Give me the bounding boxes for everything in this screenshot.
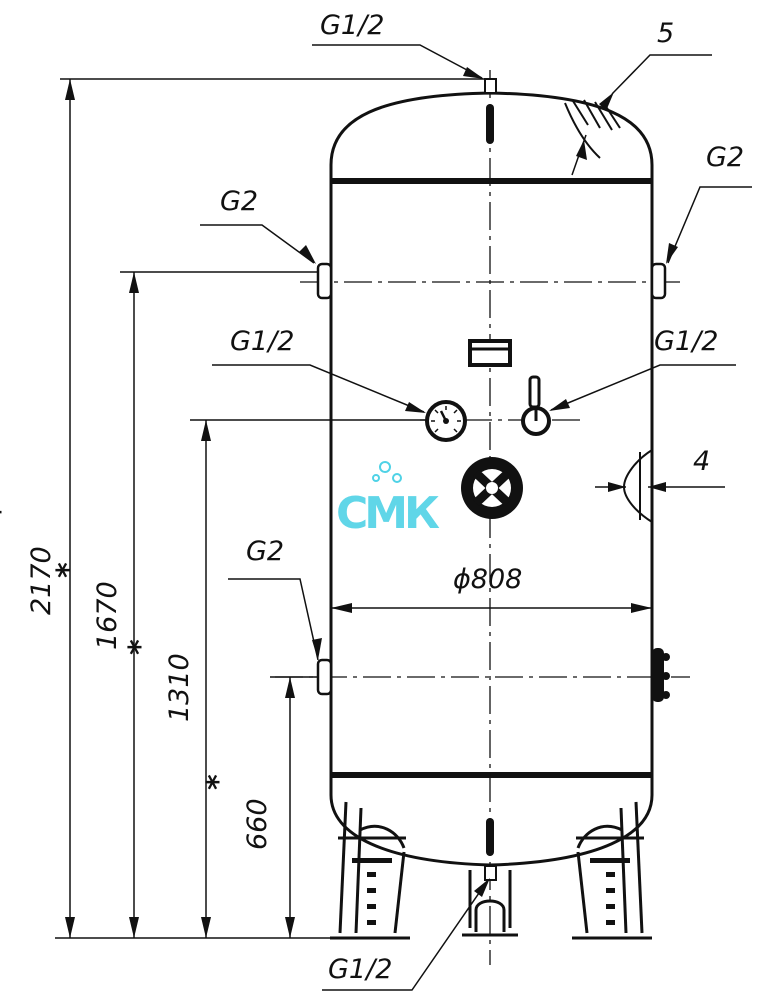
left-support — [330, 801, 410, 940]
wall-detail — [622, 449, 653, 523]
lower-left-port — [316, 658, 333, 696]
gauge-height-value: 1310 — [164, 653, 195, 722]
gauge-height-asterisk: * — [123, 639, 158, 655]
valve-port-label: G1/2 — [654, 326, 718, 357]
leader-arrows — [299, 67, 678, 897]
lower-port-height-value: 660 — [242, 798, 273, 850]
lower-left-port-label: G2 — [246, 536, 284, 567]
lower-right-fitting — [652, 648, 670, 702]
leader-lines — [200, 44, 752, 991]
diameter-label: ϕ808 — [453, 564, 522, 595]
upper-port-height-value: 1670 — [92, 581, 123, 650]
dimension-lines — [60, 78, 652, 938]
wall-label: 4 — [693, 446, 710, 477]
drain-port-label: G1/2 — [328, 954, 392, 985]
pressure-gauge-icon — [425, 400, 467, 442]
upper-port-height-asterisk: * — [51, 562, 86, 578]
total-height-asterisk: * — [0, 504, 18, 520]
lower-port-height-asterisk: * — [201, 774, 236, 790]
weld-label: 5 — [657, 18, 674, 49]
gear-icon — [372, 461, 402, 483]
nameplate — [468, 339, 512, 367]
drain-outlet — [462, 818, 518, 937]
weld-detail — [564, 99, 621, 159]
gauge-port-label: G1/2 — [230, 326, 294, 357]
upper-left-port — [316, 262, 333, 300]
total-height-value: 2170 — [26, 546, 57, 615]
logo-text: СМК — [336, 488, 440, 539]
manhole-icon — [461, 457, 523, 519]
top-outlet-label: G1/2 — [320, 10, 384, 41]
company-logo: СМК — [336, 461, 444, 539]
upper-right-port — [650, 262, 667, 300]
safety-valve-icon — [521, 375, 551, 436]
dimension-arrows — [65, 79, 652, 938]
upper-right-port-label: G2 — [706, 142, 744, 173]
top-outlet — [484, 78, 497, 144]
upper-left-port-label: G2 — [220, 186, 258, 217]
right-support — [572, 801, 652, 940]
